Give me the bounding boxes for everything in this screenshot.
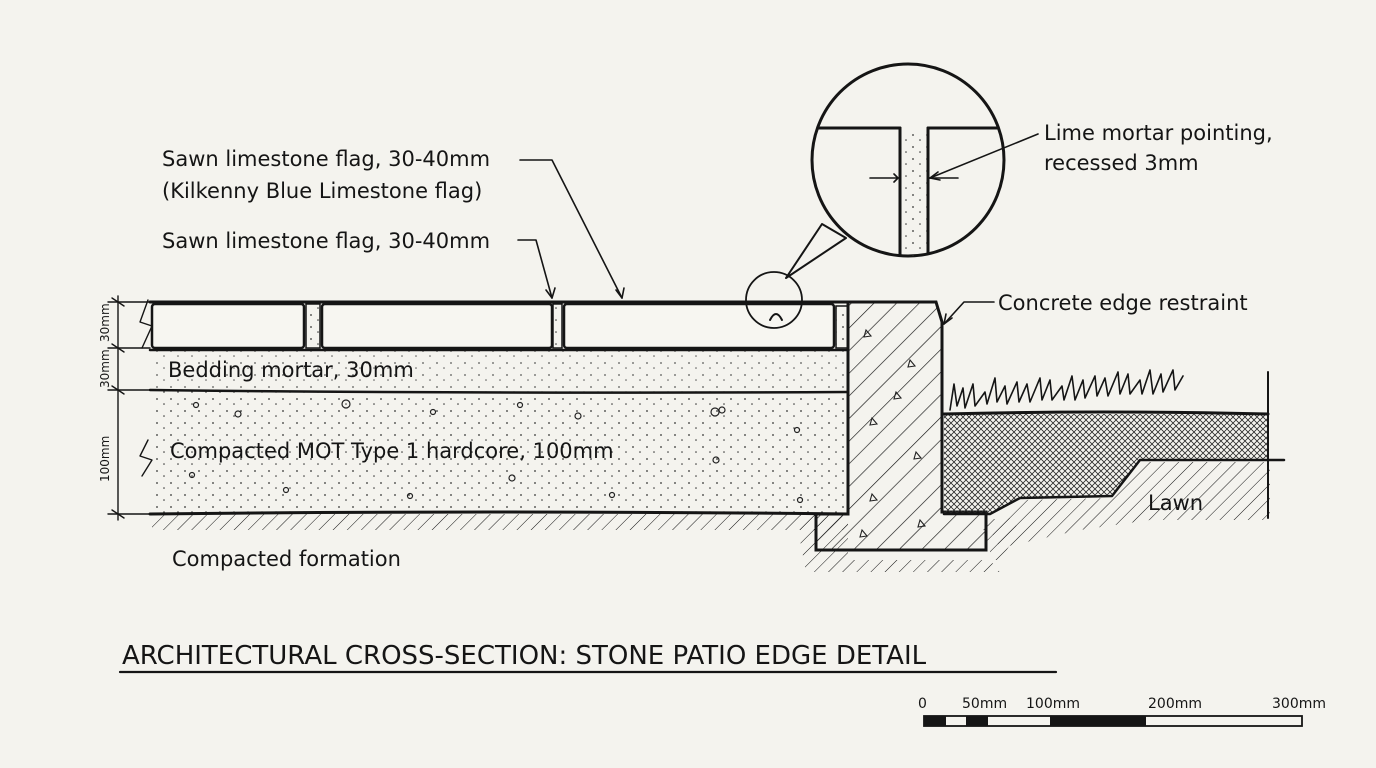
label-hardcore: Compacted MOT Type 1 hardcore, 100mm xyxy=(170,439,614,463)
scale-tick-100: 100mm xyxy=(1026,696,1080,712)
label-formation: Compacted formation xyxy=(172,547,401,571)
drawing-title: ARCHITECTURAL CROSS-SECTION: STONE PATIO… xyxy=(118,641,1058,674)
lawn-topsoil xyxy=(942,369,1286,519)
label-edge-restraint: Concrete edge restraint xyxy=(998,291,1248,315)
label-bedding: Bedding mortar, 30mm xyxy=(168,358,414,382)
scale-bar: 0 50mm 100mm 200mm 300mm xyxy=(918,696,1326,727)
label-flag-second: Sawn limestone flag, 30-40mm xyxy=(162,229,490,253)
scale-tick-300: 300mm xyxy=(1272,696,1326,712)
annotation-labels: Sawn limestone flag, 30-40mm (Kilkenny B… xyxy=(162,121,1273,571)
title-text: ARCHITECTURAL CROSS-SECTION: STONE PATIO… xyxy=(122,641,927,671)
label-pointing-line2: recessed 3mm xyxy=(1044,151,1199,175)
label-lawn: Lawn xyxy=(1148,491,1203,515)
label-flag-line2: (Kilkenny Blue Limestone flag) xyxy=(162,179,482,203)
dim-hardcore-label: 100mm xyxy=(98,436,112,482)
label-pointing-line1: Lime mortar pointing, xyxy=(1044,121,1273,145)
pointing-magnifier xyxy=(745,62,1006,329)
concrete-edge-restraint xyxy=(814,300,988,552)
dim-bedding-label: 30mm xyxy=(98,349,112,388)
label-flag-line1: Sawn limestone flag, 30-40mm xyxy=(162,147,490,171)
limestone-flags xyxy=(148,300,850,350)
scale-tick-0: 0 xyxy=(918,696,927,712)
scale-tick-200: 200mm xyxy=(1148,696,1202,712)
scale-tick-50: 50mm xyxy=(962,696,1007,712)
bedding-mortar-layer xyxy=(148,348,850,390)
dim-flag-label: 30mm xyxy=(98,303,112,342)
hardcore-layer xyxy=(148,388,850,516)
dimension-chain: 30mm 30mm 100mm xyxy=(98,295,153,521)
leader-lines xyxy=(517,133,1039,325)
